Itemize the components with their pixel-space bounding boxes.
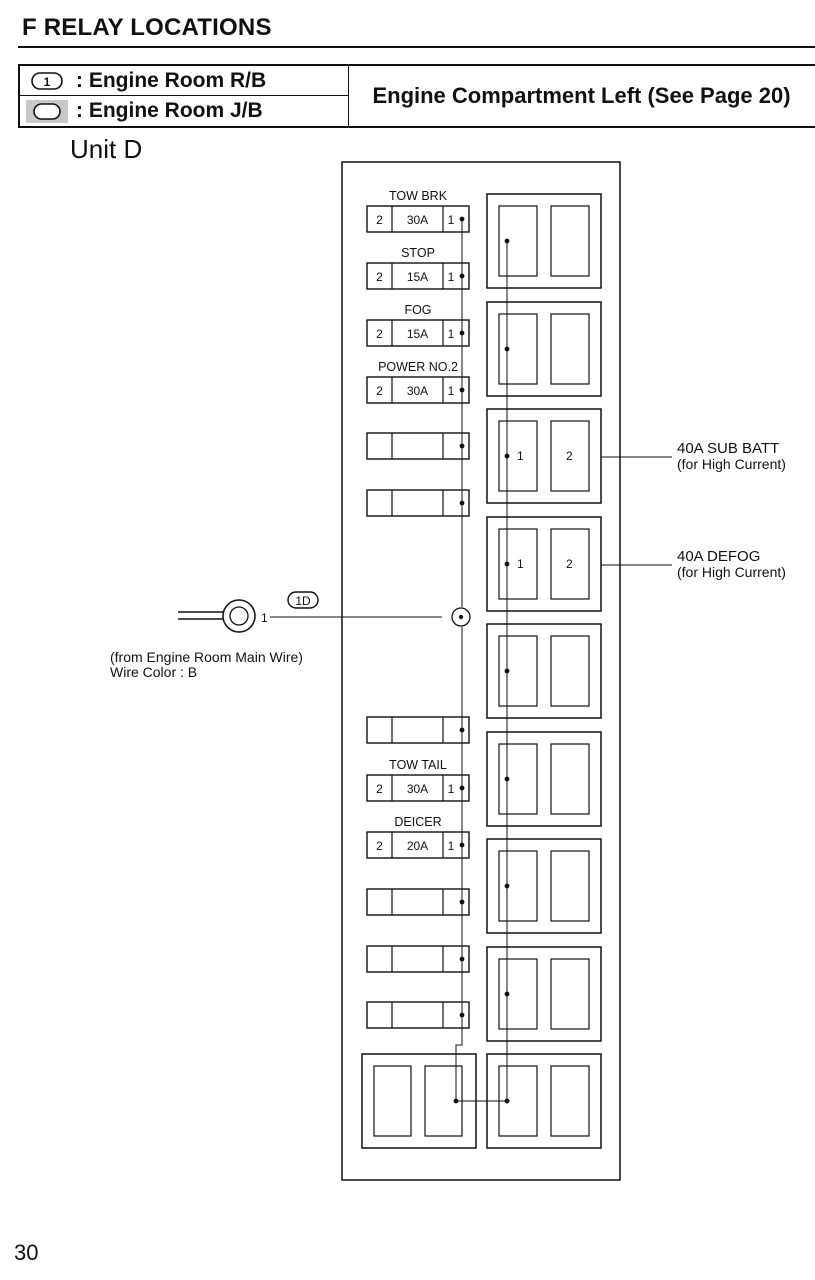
fuse-rating: 15A xyxy=(407,327,428,341)
fuse-right-pin: 1 xyxy=(448,782,455,796)
fuse-left-pin: 2 xyxy=(376,384,383,398)
connector-tag: 1D xyxy=(295,594,311,608)
connector-1d: 1 1D (from Engine Room Main Wire) Wire C… xyxy=(110,591,471,680)
connector-source: (from Engine Room Main Wire) xyxy=(110,649,303,665)
callout-sub-batt-title: 40A SUB BATT xyxy=(677,440,779,457)
relay-pin-right: 2 xyxy=(566,449,573,463)
legend-table: 1 : Engine Room R/B : Engine Room J/B En… xyxy=(18,64,815,128)
bus-wires xyxy=(453,219,510,1104)
callout-sub-batt: 40A SUB BATT (for High Current) xyxy=(601,440,786,472)
fuse-label: STOP xyxy=(401,246,435,260)
fuse-left-pin: 2 xyxy=(376,782,383,796)
fuse-rating: 30A xyxy=(407,213,428,227)
connector-pin: 1 xyxy=(261,611,268,625)
connector-tag-icon xyxy=(287,591,319,609)
relay-pin-left: 1 xyxy=(517,449,524,463)
legend-location: Engine Compartment Left (See Page 20) xyxy=(372,83,791,108)
rb-symbol-text: 1 xyxy=(44,75,51,89)
unit-label: Unit D xyxy=(70,134,143,164)
relay-block-outline xyxy=(341,161,621,1181)
fuse-label: POWER NO.2 xyxy=(378,360,458,374)
fuse-1: 2 15A 1 STOP xyxy=(366,246,470,290)
fuse-right-pin: 1 xyxy=(448,213,455,227)
callout-defog-title: 40A DEFOG xyxy=(677,548,760,565)
fuse-rating: 15A xyxy=(407,270,428,284)
fuse-9 xyxy=(366,888,470,916)
fuse-left-pin: 2 xyxy=(376,327,383,341)
legend-rb-label: : Engine Room R/B xyxy=(76,68,267,92)
fuse-label: FOG xyxy=(404,303,431,317)
fuse-label: DEICER xyxy=(394,815,441,829)
fuse-label: TOW BRK xyxy=(389,189,448,203)
jb-symbol-icon xyxy=(24,99,70,123)
fuse-10 xyxy=(366,945,470,973)
fuse-11 xyxy=(366,1001,470,1029)
relay-4 xyxy=(486,623,602,719)
fuse-3: 2 30A 1 POWER NO.2 xyxy=(366,360,470,404)
callout-defog-note: (for High Current) xyxy=(677,564,786,580)
fuse-left-pin: 2 xyxy=(376,270,383,284)
fuse-rating: 30A xyxy=(407,384,428,398)
legend-symbol-column: 1 : Engine Room R/B : Engine Room J/B xyxy=(18,66,349,126)
rb-symbol-icon: 1 xyxy=(24,69,70,93)
legend-jb-label: : Engine Room J/B xyxy=(76,98,263,122)
fuse-left-pin: 2 xyxy=(376,213,383,227)
relay-6 xyxy=(486,838,602,934)
relay-pin-right: 2 xyxy=(566,557,573,571)
page-number: 30 xyxy=(14,1240,39,1265)
callout-defog: 40A DEFOG (for High Current) xyxy=(601,548,786,580)
bottom-left-relay xyxy=(361,1053,477,1149)
fuse-left-pin: 2 xyxy=(376,839,383,853)
fuse-5 xyxy=(366,489,470,517)
relay-pin-left: 1 xyxy=(517,557,524,571)
relay-1 xyxy=(486,301,602,397)
fuse-8: 2 20A 1 DEICER xyxy=(366,815,470,859)
heading-rule xyxy=(18,46,815,48)
callout-sub-batt-note: (for High Current) xyxy=(677,456,786,472)
fuse-right-pin: 1 xyxy=(448,270,455,284)
page-heading: F RELAY LOCATIONS xyxy=(22,14,272,41)
fuse-label: TOW TAIL xyxy=(389,758,447,772)
fuse-right-pin: 1 xyxy=(448,839,455,853)
fuse-4 xyxy=(366,432,470,460)
relay-0 xyxy=(486,193,602,289)
fuse-right-pin: 1 xyxy=(448,327,455,341)
fuse-rating: 30A xyxy=(407,782,428,796)
relay-5 xyxy=(486,731,602,827)
fuse-6 xyxy=(366,716,470,744)
legend-row-rb: 1 : Engine Room R/B xyxy=(20,66,348,96)
relay-7 xyxy=(486,946,602,1042)
legend-row-jb: : Engine Room J/B xyxy=(20,96,348,125)
fuse-rating: 20A xyxy=(407,839,428,853)
fuse-2: 2 15A 1 FOG xyxy=(366,303,470,347)
fuse-right-pin: 1 xyxy=(448,384,455,398)
connector-wire-color: Wire Color : B xyxy=(110,664,197,680)
